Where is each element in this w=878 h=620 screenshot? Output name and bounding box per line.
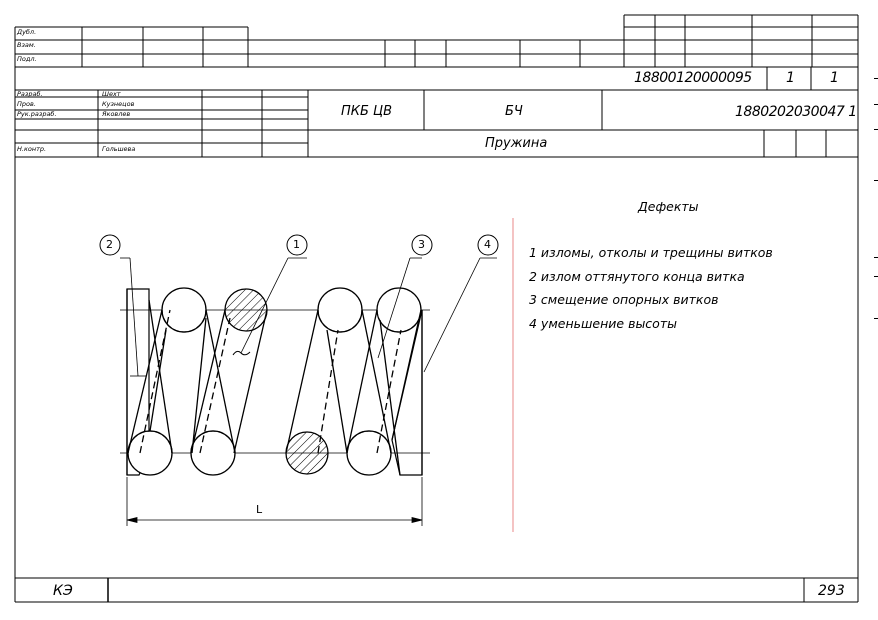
product-code: БЧ bbox=[505, 104, 523, 119]
callout-3-circle bbox=[411, 234, 433, 256]
defects-title: Дефекты bbox=[638, 199, 699, 214]
callout-3-label: 3 bbox=[418, 238, 425, 251]
margin-tick bbox=[874, 318, 878, 319]
role-ruk-razrab: Рук.разраб. bbox=[17, 110, 57, 118]
stamp-row-dubl: Дубл. bbox=[17, 28, 37, 36]
margin-tick bbox=[874, 78, 878, 79]
stamp-row-podl: Подл. bbox=[17, 55, 37, 63]
margin-tick bbox=[874, 257, 878, 258]
part-name: Пружина bbox=[485, 136, 548, 151]
defect-item-3: 3 смещение опорных витков bbox=[529, 292, 719, 307]
margin-tick bbox=[874, 129, 878, 130]
sheets-total: 1 bbox=[830, 70, 839, 86]
role-razrab: Разраб. bbox=[17, 90, 43, 98]
callout-leaders bbox=[120, 257, 497, 377]
dimension-l bbox=[126, 477, 423, 526]
sheet-number: 1 bbox=[786, 70, 795, 86]
defect-item-2: 2 излом оттянутого конца витка bbox=[529, 269, 745, 284]
name-nkontr: Гольшева bbox=[102, 145, 136, 153]
footer-doc-type: КЭ bbox=[53, 583, 73, 599]
margin-tick bbox=[874, 180, 878, 181]
callout-2-circle bbox=[99, 234, 121, 256]
designation: 1880202030047 1 bbox=[735, 104, 857, 120]
margin-tick bbox=[874, 104, 878, 105]
name-ruk-razrab: Яковлев bbox=[102, 110, 131, 118]
margin-tick bbox=[874, 276, 878, 277]
defect-item-4: 4 уменьшение высоты bbox=[529, 316, 677, 331]
organization: ПКБ ЦВ bbox=[341, 104, 393, 119]
defect-item-1: 1 изломы, отколы и трещины витков bbox=[529, 245, 773, 260]
callout-2-label: 2 bbox=[106, 238, 113, 251]
callout-1-label: 1 bbox=[293, 238, 300, 251]
footer-page-number: 293 bbox=[818, 583, 845, 599]
doc-number: 18800120000095 bbox=[634, 70, 752, 86]
stamp-row-vzam: Взам. bbox=[17, 41, 36, 49]
callout-4-circle bbox=[477, 234, 499, 256]
role-nkontr: Н.контр. bbox=[17, 145, 47, 153]
name-razrab: Шехт bbox=[102, 90, 121, 98]
callout-1-circle bbox=[286, 234, 308, 256]
spring-drawing bbox=[120, 287, 430, 476]
dimension-label: L bbox=[256, 503, 263, 516]
name-prov: Кузнецов bbox=[102, 100, 135, 108]
callout-4-label: 4 bbox=[484, 238, 491, 251]
role-prov: Пров. bbox=[17, 100, 36, 108]
